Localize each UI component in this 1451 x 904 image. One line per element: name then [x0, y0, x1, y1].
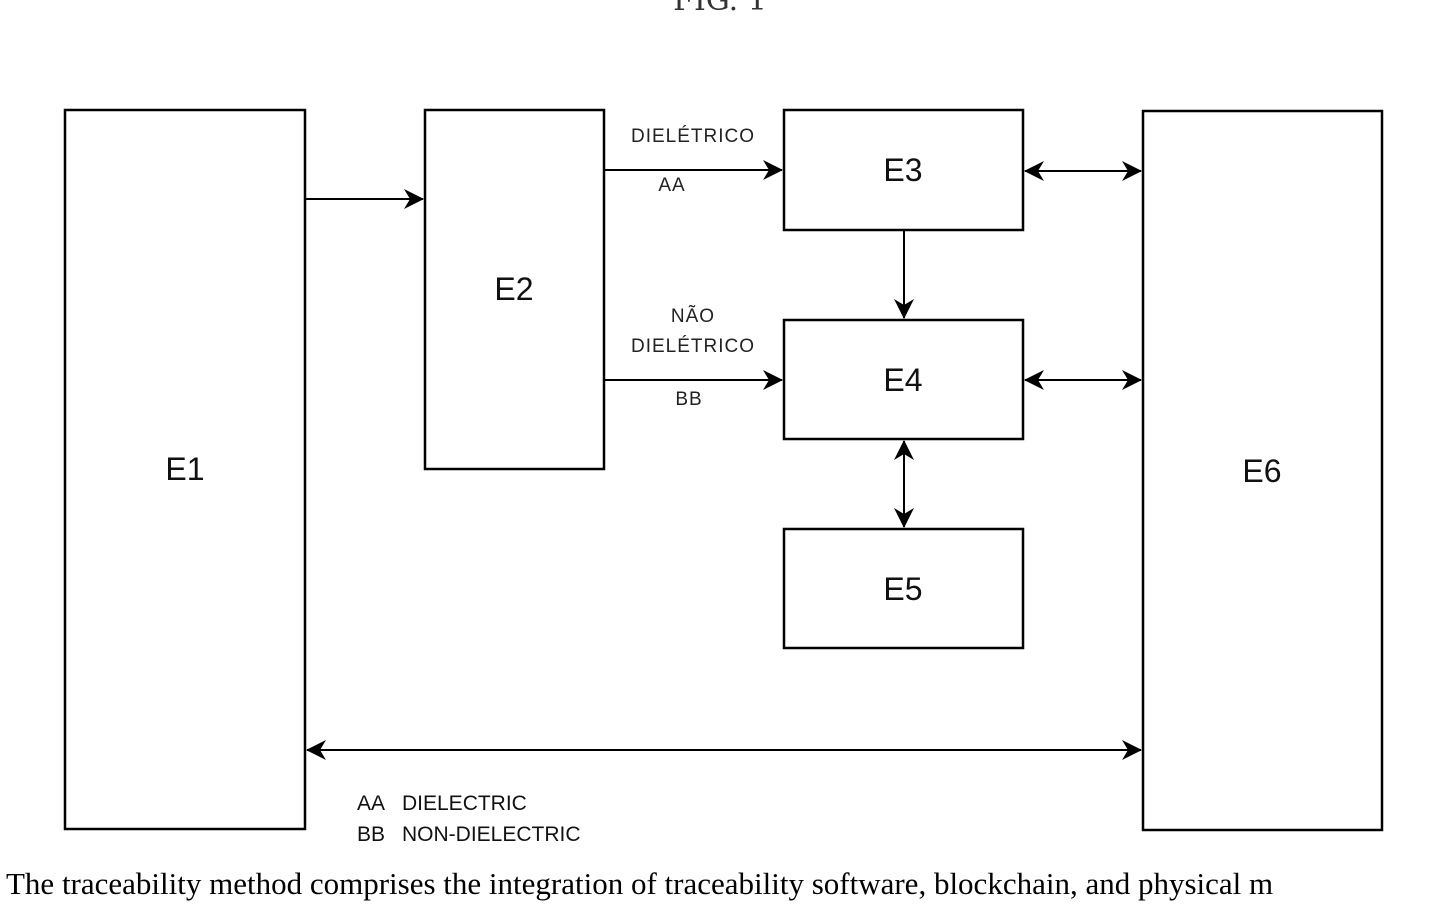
edge-label-aa: AA: [658, 175, 685, 196]
block-e4-label: E4: [883, 362, 922, 398]
legend-aa-text: DIELECTRIC: [402, 792, 527, 815]
legend-bb-key: BB: [357, 823, 385, 846]
edge-label-dieletrico: DIELÉTRICO: [631, 126, 755, 147]
legend-aa-key: AA: [357, 792, 385, 815]
block-e2-label: E2: [494, 271, 533, 307]
figure-header-fragment: FIG. 1: [673, 0, 767, 18]
block-e6-label: E6: [1242, 453, 1281, 489]
block-e5-label: E5: [883, 571, 922, 607]
edge-label-bb: BB: [675, 389, 702, 410]
edge-label-nao: NÃO: [671, 305, 715, 327]
edge-label-nao-dieletrico: DIELÉTRICO: [631, 336, 755, 357]
figure-caption: The traceability method comprises the in…: [6, 864, 1451, 904]
legend-bb-text: NON-DIELECTRIC: [402, 823, 581, 846]
block-e1-label: E1: [165, 451, 204, 487]
block-e3-label: E3: [883, 152, 922, 188]
